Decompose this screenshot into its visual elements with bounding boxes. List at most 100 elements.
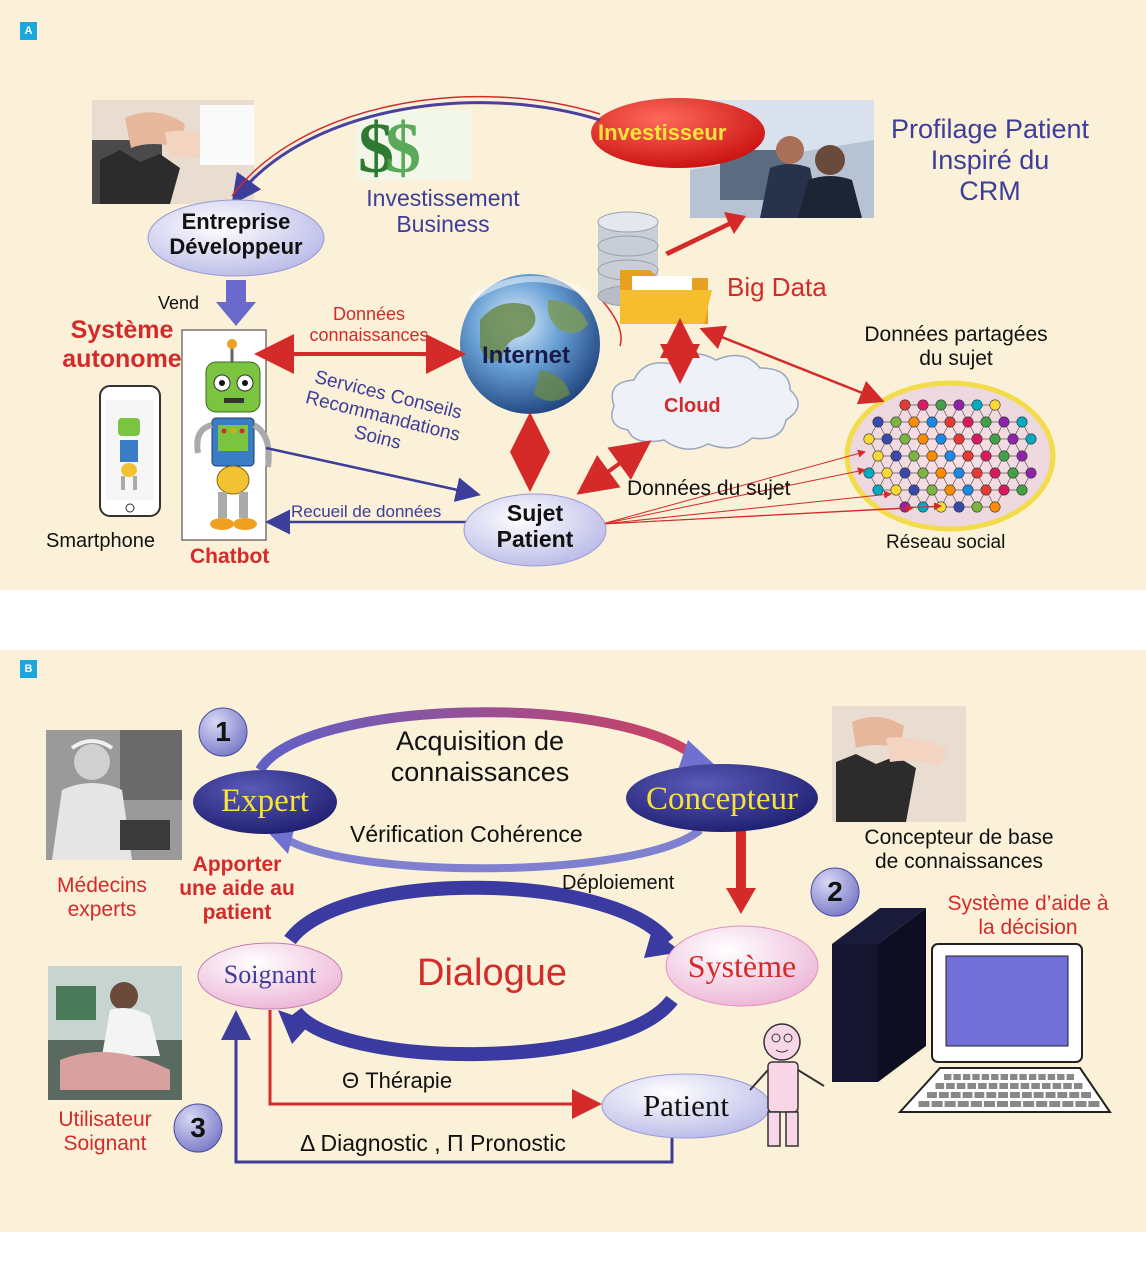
network-node: [890, 450, 902, 462]
recueil-label: Recueil de données: [291, 502, 442, 521]
investment-arrow: [231, 101, 601, 205]
network-node: [962, 450, 974, 462]
svg-text:$: $: [385, 108, 421, 188]
folder-icon: [620, 270, 712, 324]
network-node: [935, 501, 947, 513]
keyboard-key: [953, 1074, 961, 1080]
network-node: [944, 416, 956, 428]
vend-label: Vend: [158, 293, 200, 313]
network-node: [980, 450, 992, 462]
network-node: [917, 433, 929, 445]
diagnostic-arrow: [221, 1010, 674, 1164]
panel-b: B: [0, 650, 1146, 1232]
keyboard-key: [974, 1092, 985, 1098]
network-node: [872, 416, 884, 428]
keyboard-key: [1075, 1101, 1087, 1107]
network-node: [935, 433, 947, 445]
network-node: [890, 484, 902, 496]
keyboard-key: [1036, 1101, 1048, 1107]
soignant-label: Soignant: [223, 960, 317, 989]
panel-b-tag: B: [20, 660, 37, 678]
patient-label: Patient: [642, 1088, 730, 1123]
keyboard-key: [1081, 1092, 1091, 1098]
step-3-number: 3: [190, 1112, 206, 1143]
keyboard-key: [996, 1101, 1008, 1107]
keyboard-key: [1052, 1083, 1062, 1089]
typing-photo: [92, 100, 254, 204]
keyboard-key: [978, 1083, 987, 1089]
keyboard-key: [986, 1092, 997, 1098]
network-node: [926, 416, 938, 428]
network-node: [944, 450, 956, 462]
network-node: [962, 416, 974, 428]
step-3-badge: [173, 1103, 223, 1153]
panel-a: A: [0, 0, 1146, 590]
sells-arrow: [216, 280, 256, 326]
network-node: [998, 416, 1010, 428]
investment-arrow-red: [231, 95, 601, 197]
systeme-node: [665, 925, 819, 1007]
keyboard-key: [1038, 1074, 1046, 1080]
investisseur-node: [591, 98, 765, 168]
keyboard-key: [1031, 1083, 1040, 1089]
network-node: [881, 467, 893, 479]
keyboard-key: [1021, 1092, 1032, 1098]
keyboard-key: [918, 1101, 930, 1107]
network-node: [1025, 433, 1037, 445]
keyboard-key: [956, 1083, 966, 1089]
network-node: [908, 416, 920, 428]
services-arrow: [265, 446, 481, 502]
keyboard-key: [1045, 1092, 1056, 1098]
keyboard-key: [1000, 1074, 1008, 1080]
typing-photo-b: [832, 706, 966, 822]
network-node: [944, 484, 956, 496]
keyboard-key: [1033, 1092, 1044, 1098]
step-1-badge: [198, 707, 248, 757]
network-node: [863, 433, 875, 445]
keyboard-key: [1073, 1083, 1083, 1089]
deploiement-arrow: [726, 826, 756, 914]
social-network: [844, 380, 1056, 532]
dialogue-arc-top: [284, 880, 674, 947]
keyboard-key: [1049, 1101, 1061, 1107]
network-node: [899, 501, 911, 513]
network-node: [980, 416, 992, 428]
keyboard-key: [1028, 1074, 1037, 1080]
internet-globe: [460, 274, 600, 414]
network-node: [899, 433, 911, 445]
verification-label: Vérification Cohérence: [350, 821, 583, 847]
keyboard-key: [981, 1074, 990, 1080]
robot-icon: [194, 339, 272, 530]
keyboard-key: [957, 1101, 969, 1107]
keyboard-key: [1062, 1101, 1074, 1107]
smartphone-icon: [99, 385, 161, 517]
diagnostic-label: Δ Diagnostic , Π Pronostic: [300, 1130, 566, 1156]
network-node: [935, 399, 947, 411]
network-node: [971, 399, 983, 411]
smartphone-label: Smartphone: [46, 530, 155, 552]
deploiement-label: Déploiement: [562, 872, 675, 894]
keyboard-key: [972, 1074, 980, 1080]
keyboard-key: [1023, 1101, 1035, 1107]
network-node: [989, 467, 1001, 479]
network-node: [917, 399, 929, 411]
network-node: [872, 450, 884, 462]
keyboard-key: [1020, 1083, 1030, 1089]
network-node: [1025, 467, 1037, 479]
keyboard-key: [988, 1083, 998, 1089]
keyboard-key: [1041, 1083, 1051, 1089]
network-node: [971, 467, 983, 479]
patient-figure: [749, 1023, 825, 1147]
cloud-patient-arrow: [576, 440, 652, 495]
reseau-social-label: Réseau social: [886, 532, 1006, 553]
network-node: [971, 433, 983, 445]
step-2-badge: [810, 867, 860, 917]
keyboard-key: [998, 1092, 1008, 1098]
network-node: [881, 433, 893, 445]
